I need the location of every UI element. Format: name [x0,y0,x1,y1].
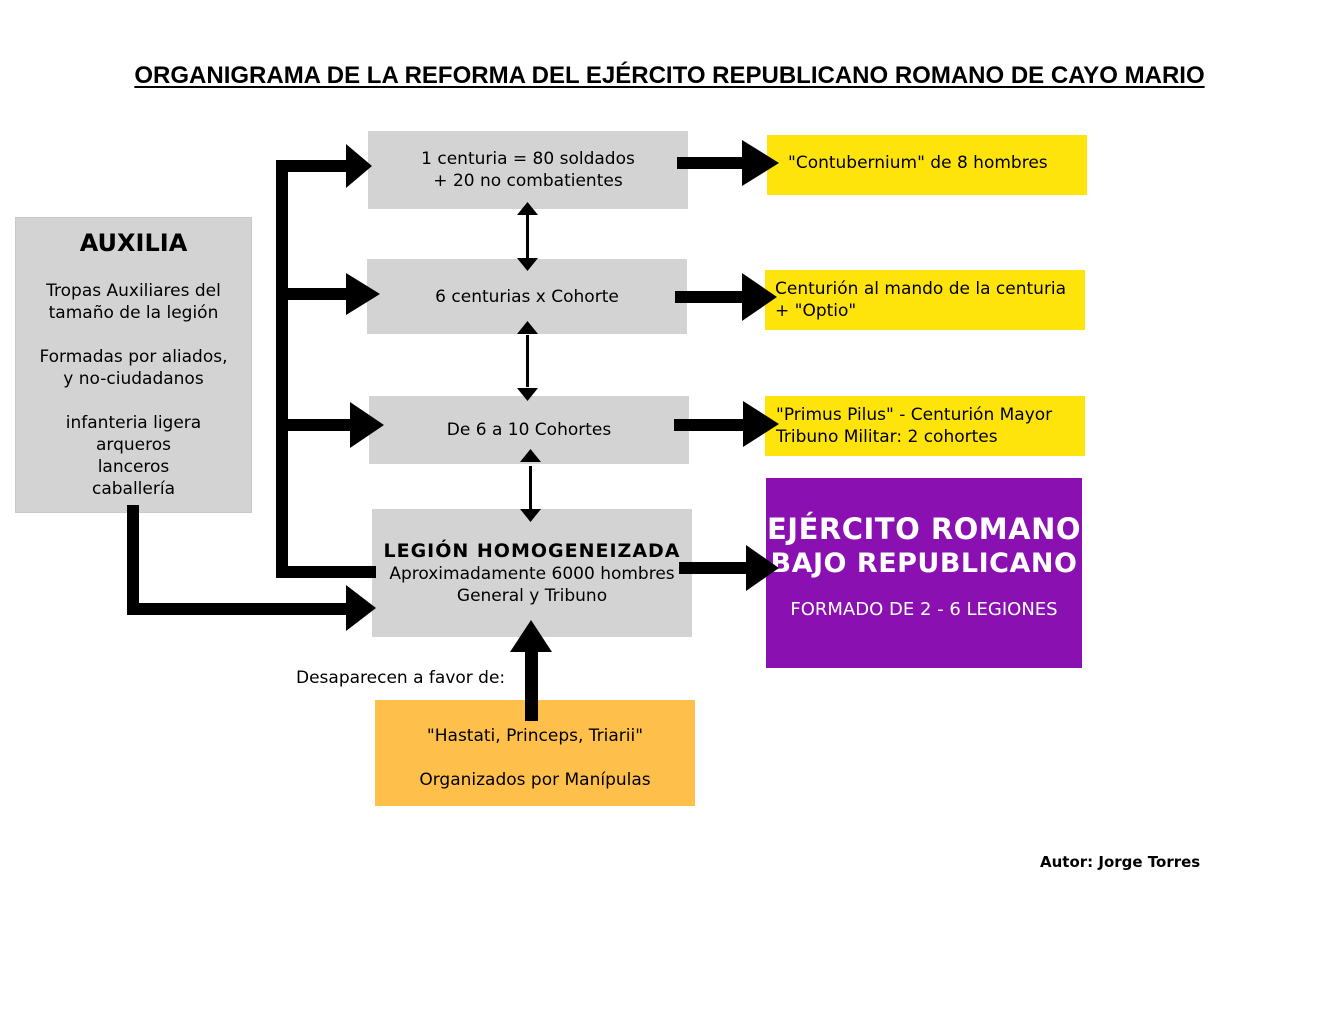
auxilia-line: infanteria ligera [65,413,202,433]
centuria-line: 1 centuria = 80 soldados [421,149,635,169]
centuria-box: 1 centuria = 80 soldados + 20 no combati… [368,131,688,209]
auxilia-line: caballería [91,479,175,499]
maniples-line: "Hastati, Princeps, Triarii" [426,726,644,746]
arrow-head [517,321,538,334]
army-heading-line: BAJO REPUBLICANO [770,548,1078,579]
primus-box: "Primus Pilus" - Centurión Mayor Tribuno… [765,396,1085,456]
primus-line: "Primus Pilus" - Centurión Mayor [776,405,1053,425]
auxilia-connector [127,603,349,615]
centuria-line: + 20 no combatientes [433,171,623,191]
arrow-head [517,258,538,271]
auxilia-line: tamaño de la legión [48,303,219,323]
arrow-head [346,273,380,315]
arrow-head [517,388,538,401]
maniples-line: Organizados por Manípulas [419,770,651,790]
army-subtitle: FORMADO DE 2 - 6 LEGIONES [790,599,1058,620]
centurion-line: + "Optio" [775,301,857,321]
arrow-head [350,402,384,448]
legion-box: LEGIÓN HOMOGENEIZADA Aproximadamente 600… [372,509,692,637]
double-arrow-shaft [526,212,529,258]
author-credit: Autor: Jorge Torres [1040,853,1201,871]
army-heading-line: EJÉRCITO ROMANO [766,512,1082,546]
arrow-head [346,585,376,631]
cohortes-label: De 6 a 10 Cohortes [446,420,612,440]
auxilia-line: arqueros [95,435,171,455]
branch-line [276,419,352,431]
cohorte-label: 6 centurias x Cohorte [435,286,619,307]
arrow-head [517,202,538,215]
arrow-head [520,509,541,522]
diagram-title: ORGANIGRAMA DE LA REFORMA DEL EJÉRCITO R… [134,62,1205,89]
auxilia-heading: AUXILIA [79,229,188,257]
cohorte-box: 6 centurias x Cohorte [367,259,687,334]
branch-line [276,160,356,172]
right-arrow-shaft [674,419,746,431]
contubernium-box: "Contubernium" de 8 hombres [767,135,1087,195]
centurion-line: Centurión al mando de la centuria [775,279,1067,299]
disappear-label: Desaparecen a favor de: [296,668,506,688]
auxilia-box: AUXILIA Tropas Auxiliares del tamaño de … [15,217,252,513]
primus-line: Tribuno Militar: 2 cohortes [776,427,998,447]
branch-line [276,566,376,578]
legion-heading: LEGIÓN HOMOGENEIZADA [383,540,681,562]
army-box: EJÉRCITO ROMANO BAJO REPUBLICANO FORMADO… [766,478,1082,668]
auxilia-line: Tropas Auxiliares del [46,281,221,301]
centurion-box: Centurión al mando de la centuria + "Opt… [765,270,1085,330]
double-arrow-shaft [529,466,532,510]
branch-line [276,288,346,300]
auxilia-connector [127,505,139,615]
up-arrow-shaft [525,648,538,721]
legion-line: General y Tribuno [456,586,608,606]
auxilia-line: Formadas por aliados, [39,347,228,367]
arrow-head [742,140,779,186]
auxilia-line: y no-ciudadanos [63,369,204,389]
contubernium-label: "Contubernium" de 8 hombres [788,153,1048,173]
bus-line [276,160,288,578]
arrow-head [510,620,552,652]
right-arrow-shaft [677,157,745,169]
arrow-head [743,401,779,447]
legion-line: Aproximadamente 6000 hombres [389,564,675,584]
right-arrow-shaft [679,562,749,574]
arrow-head [742,273,777,321]
arrow-head [520,449,541,462]
auxilia-line: lanceros [97,457,170,477]
arrow-head [746,545,779,591]
right-arrow-shaft [675,291,745,303]
double-arrow-shaft [526,335,529,387]
arrow-head [346,144,372,188]
